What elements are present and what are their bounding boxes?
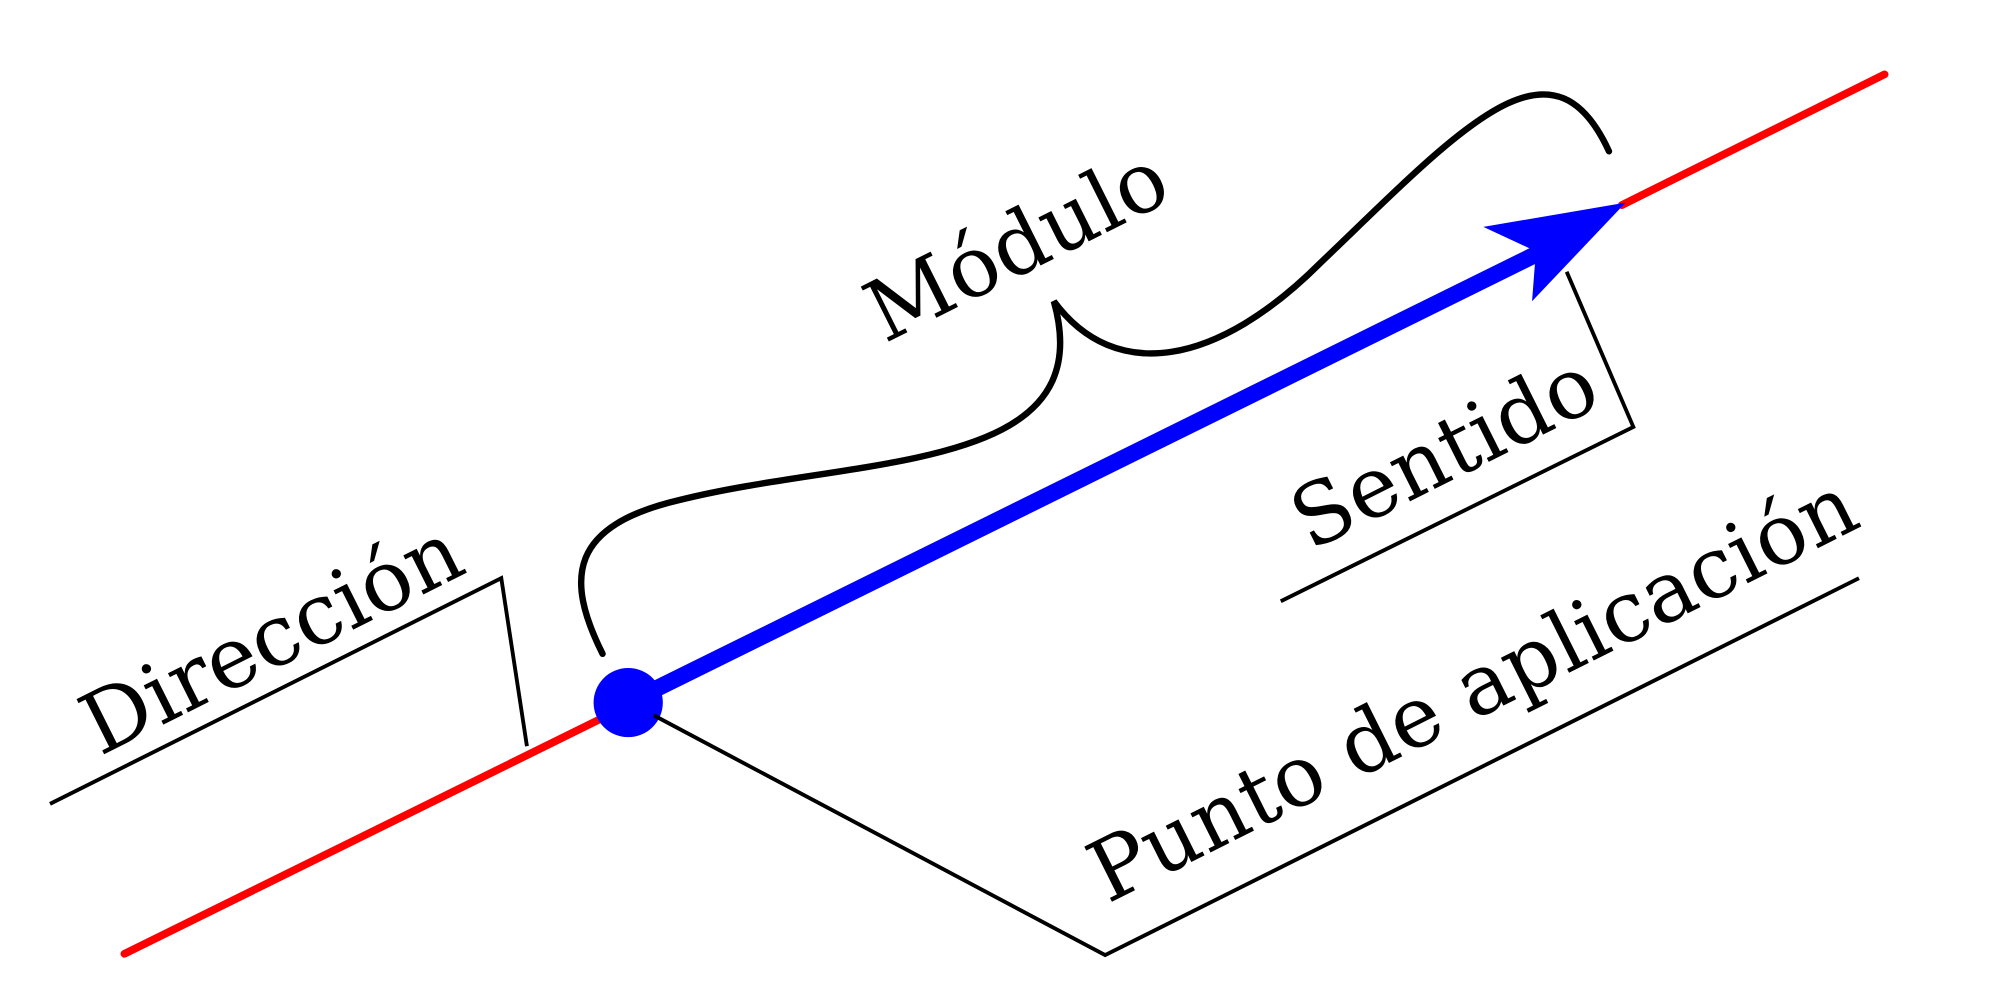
application-point-dot (593, 667, 663, 738)
force-vector-arrowhead (1483, 202, 1626, 302)
punto-aplicacion-leader (652, 576, 1860, 958)
line-of-action-lower (120, 714, 607, 958)
force-vector-shaft (624, 236, 1562, 711)
direccion-label: Dirección (65, 501, 478, 774)
direccion-leader (49, 575, 529, 806)
line-of-action-upper (1617, 70, 1889, 209)
sentido-label: Sentido (1275, 333, 1613, 569)
sentido-leader (1279, 271, 1636, 604)
modulo-brace (578, 91, 1613, 658)
modulo-label: Módulo (849, 128, 1183, 362)
punto-aplicacion-label: Punto de aplicación (1072, 455, 1872, 922)
